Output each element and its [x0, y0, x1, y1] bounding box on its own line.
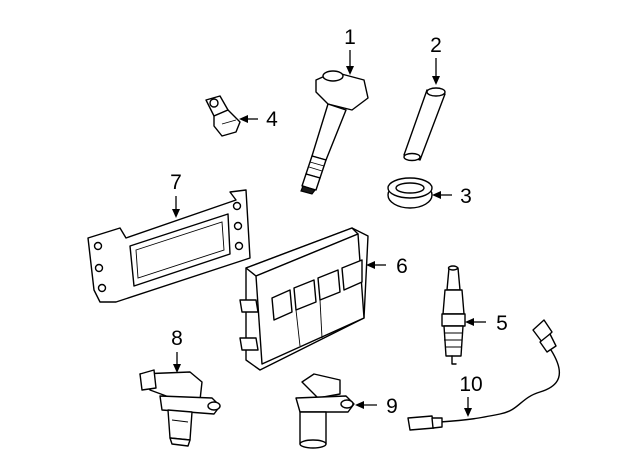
- callout-number: 2: [430, 34, 442, 57]
- camshaft-sensor: [295, 373, 355, 449]
- callout-number: 5: [496, 312, 508, 335]
- callout-9: 9: [355, 395, 398, 418]
- callout-number: 8: [171, 327, 183, 350]
- callout-number: 10: [459, 373, 482, 396]
- spark-plug-boot: [403, 87, 446, 162]
- callout-number: 9: [386, 395, 398, 418]
- mounting-bracket: [87, 189, 251, 303]
- callout-2: 2: [430, 34, 442, 85]
- callout-4: 4: [239, 108, 278, 131]
- oxygen-sensor: [407, 319, 561, 431]
- callout-number: 4: [266, 108, 278, 131]
- engine-control-module: [239, 227, 369, 371]
- callout-6: 6: [366, 255, 408, 278]
- callout-number: 1: [344, 26, 356, 49]
- callout-number: 3: [460, 185, 472, 208]
- callout-number: 7: [170, 171, 182, 194]
- callout-7: 7: [170, 171, 182, 218]
- callout-8: 8: [171, 327, 183, 373]
- crankshaft-sensor: [139, 369, 221, 447]
- spark-plug: [441, 265, 466, 365]
- callout-10: 10: [459, 373, 483, 417]
- tube-seal: [387, 177, 433, 209]
- ignition-coil: [300, 70, 369, 195]
- callout-3: 3: [432, 185, 472, 208]
- callout-1: 1: [344, 26, 356, 75]
- callout-number: 6: [396, 255, 408, 278]
- callout-5: 5: [465, 312, 508, 335]
- map-sensor: [205, 95, 241, 137]
